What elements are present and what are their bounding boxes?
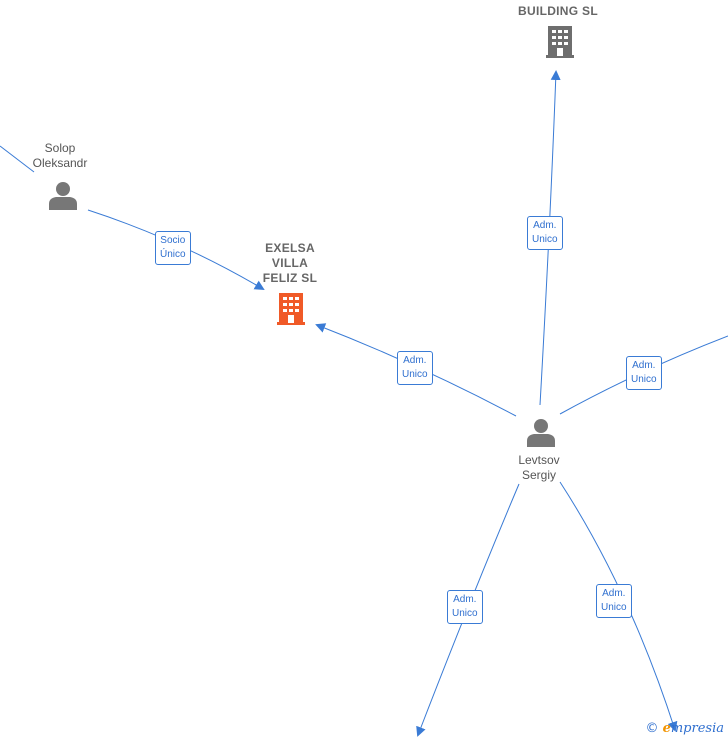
person-icon[interactable] [526,417,556,447]
person-icon[interactable] [48,180,78,210]
edge-label-adm-unico-exelsa[interactable]: Adm. Unico [397,351,433,385]
empresia-logo: © empresia [645,721,724,736]
edge-label-adm-unico-down-right[interactable]: Adm. Unico [596,584,632,618]
node-label-levtsov: Levtsov Sergiy [518,453,560,482]
edge-label-adm-unico-building[interactable]: Adm. Unico [527,216,563,250]
edge-label-adm-unico-right[interactable]: Adm. Unico [626,356,662,390]
building-icon-highlight[interactable] [275,291,307,327]
edge-solop-offscreen [0,145,35,173]
node-label-building-sl: BUILDING SL [518,4,598,18]
edge-label-socio-unico[interactable]: Socio Único [155,231,191,265]
building-icon[interactable] [544,24,576,60]
edge-label-adm-unico-down-left[interactable]: Adm. Unico [447,590,483,624]
node-label-solop: Solop Oleksandr [32,141,88,170]
node-label-exelsa: EXELSA VILLA FELIZ SL [262,241,318,285]
